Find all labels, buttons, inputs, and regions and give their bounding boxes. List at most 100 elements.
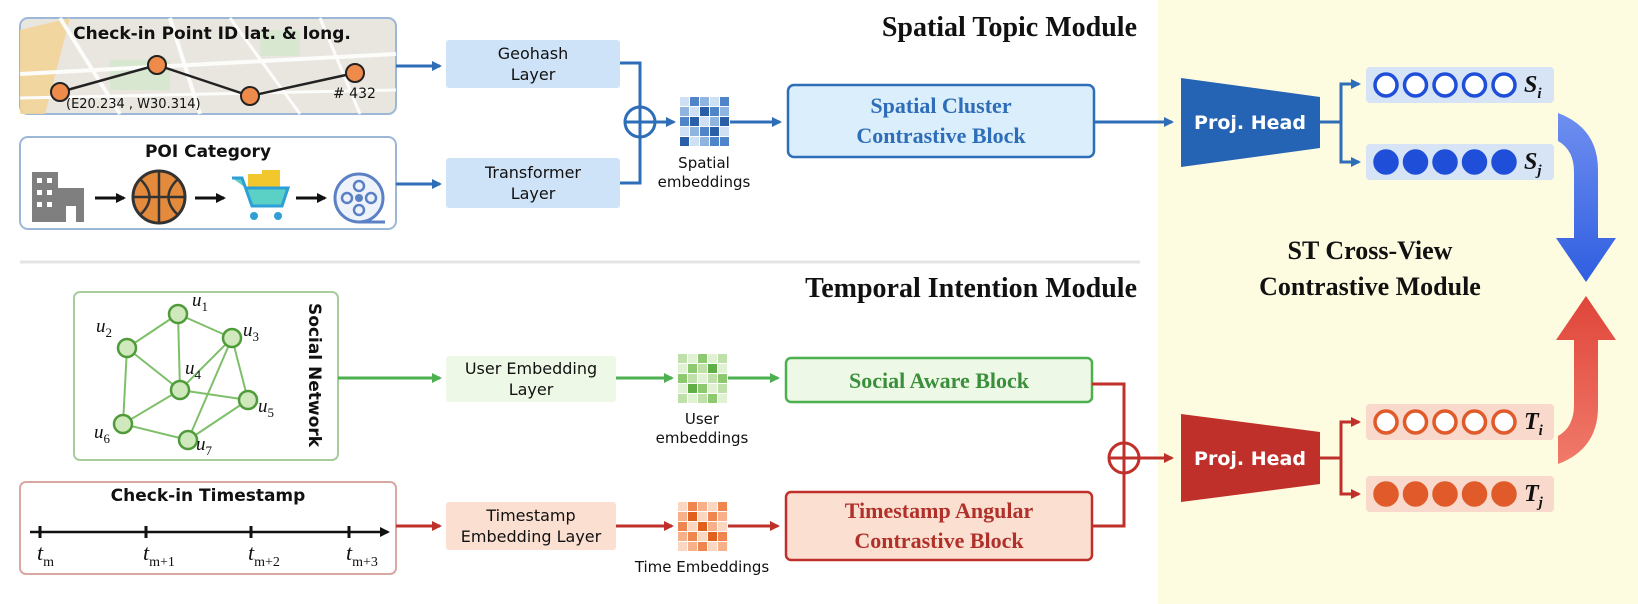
timestamp-layer-line1: Timestamp: [485, 506, 575, 525]
cross-view-title-line2: Contrastive Module: [1259, 272, 1481, 301]
embedding-cell: [688, 354, 697, 363]
basketball-icon: [131, 169, 187, 225]
embedding-cell: [708, 542, 717, 551]
embedding-cell: [718, 364, 727, 373]
spatial-cluster-block: Spatial Cluster Contrastive Block: [786, 83, 1096, 159]
social-node: [112, 413, 134, 435]
timeline-tick-label: tm+2: [248, 540, 280, 570]
embedding-cell: [678, 522, 687, 531]
output-vector-dot: [1402, 72, 1429, 98]
social-node-label: u5: [258, 396, 274, 420]
embedding-cell: [678, 384, 687, 393]
embedding-cell: [718, 532, 727, 541]
embedding-cell: [710, 127, 719, 136]
embedding-cell: [708, 364, 717, 373]
coordinate-label: (E20.234 , W30.314): [66, 97, 201, 112]
geohash-layer: Geohash Layer: [446, 40, 620, 88]
point-id-label: # 432: [333, 86, 376, 102]
user-layer-line1: User Embedding: [465, 359, 597, 378]
embedding-cell: [708, 354, 717, 363]
angular-block-line2: Contrastive Block: [854, 528, 1024, 553]
building-icon: [32, 172, 84, 222]
embedding-cell: [688, 364, 697, 373]
embedding-cell: [718, 354, 727, 363]
shopping-cart-icon: [232, 170, 291, 220]
spatial-proj-head: Proj. Head: [1181, 78, 1320, 167]
checkin-point-box: Check-in Point ID lat. & long. (E20.234 …: [19, 16, 397, 116]
temporal-module-title: Temporal Intention Module: [805, 273, 1137, 304]
social-edge: [177, 313, 181, 391]
output-vector-dot: [1402, 409, 1429, 435]
output-vector-dot: [1491, 409, 1517, 435]
output-vector-dot: [1373, 409, 1399, 435]
social-edge: [187, 399, 249, 441]
embedding-cell: [698, 542, 707, 551]
output-vector-dot: [1491, 481, 1517, 507]
embedding-cell: [698, 522, 707, 531]
embedding-cell: [708, 532, 717, 541]
spatial-concat-operator: [623, 105, 657, 139]
embedding-cell: [698, 354, 707, 363]
social-node: [169, 379, 191, 401]
social-node: [221, 327, 243, 349]
user-layer-line2: Layer: [509, 380, 554, 399]
embedding-cell: [678, 364, 687, 373]
poi-category-title: POI Category: [145, 142, 271, 162]
embedding-cell: [700, 97, 709, 106]
embedding-cell: [708, 512, 717, 521]
embedding-cell: [678, 542, 687, 551]
social-aware-block: Social Aware Block: [784, 356, 1094, 404]
embedding-cell: [700, 107, 709, 116]
social-node: [116, 337, 138, 359]
social-edge: [122, 347, 128, 425]
blue-curved-arrow: [1556, 113, 1616, 282]
timeline-tick-label: tm+3: [346, 540, 378, 570]
embedding-cell: [708, 522, 717, 531]
embedding-cell: [690, 107, 699, 116]
output-vector-dot: [1373, 72, 1399, 98]
embedding-cell: [720, 127, 729, 136]
social-edge: [126, 347, 181, 391]
output-vector-dot: [1461, 149, 1488, 175]
geohash-layer-line1: Geohash: [498, 44, 568, 63]
cross-view-title-line1: ST Cross-View: [1288, 236, 1453, 265]
embedding-cell: [698, 502, 707, 511]
timeline-tick-label: tm: [37, 540, 54, 570]
timestamp-layer-line2: Embedding Layer: [461, 527, 602, 546]
output-vector-dot: [1373, 481, 1399, 507]
embedding-cell: [710, 97, 719, 106]
embedding-cell: [688, 374, 697, 383]
film-reel-icon: [333, 172, 385, 224]
output-vector-dot: [1402, 149, 1429, 175]
embedding-cell: [678, 354, 687, 363]
output-vector-label: Sj: [1524, 149, 1542, 179]
output-vector-label: Ti: [1524, 409, 1544, 439]
embedding-cell: [718, 512, 727, 521]
embedding-cell: [678, 502, 687, 511]
timeline-tick-label: tm+1: [143, 540, 175, 570]
output-vector-label: Si: [1524, 72, 1542, 102]
embedding-cell: [680, 107, 689, 116]
output-vector-dot: [1491, 72, 1517, 98]
embedding-cell: [708, 374, 717, 383]
checkin-point-title: Check-in Point ID lat. & long.: [73, 24, 351, 44]
embedding-cell: [678, 532, 687, 541]
output-vector-label: Tj: [1524, 481, 1544, 511]
embedding-cell: [720, 97, 729, 106]
temporal-proj-head: Proj. Head: [1181, 414, 1320, 502]
social-network-title: Social Network: [304, 303, 324, 448]
embedding-cell: [690, 117, 699, 126]
embedding-cell: [718, 384, 727, 393]
embedding-cell: [718, 502, 727, 511]
embedding-cell: [698, 384, 707, 393]
spatial-module-title: Spatial Topic Module: [882, 12, 1137, 43]
embedding-cell: [700, 137, 709, 146]
embedding-cell: [688, 394, 697, 403]
embedding-cell: [678, 512, 687, 521]
embedding-cell: [678, 394, 687, 403]
embedding-cell: [690, 97, 699, 106]
social-edge: [122, 423, 189, 441]
user-embedding-grid: [678, 354, 727, 403]
